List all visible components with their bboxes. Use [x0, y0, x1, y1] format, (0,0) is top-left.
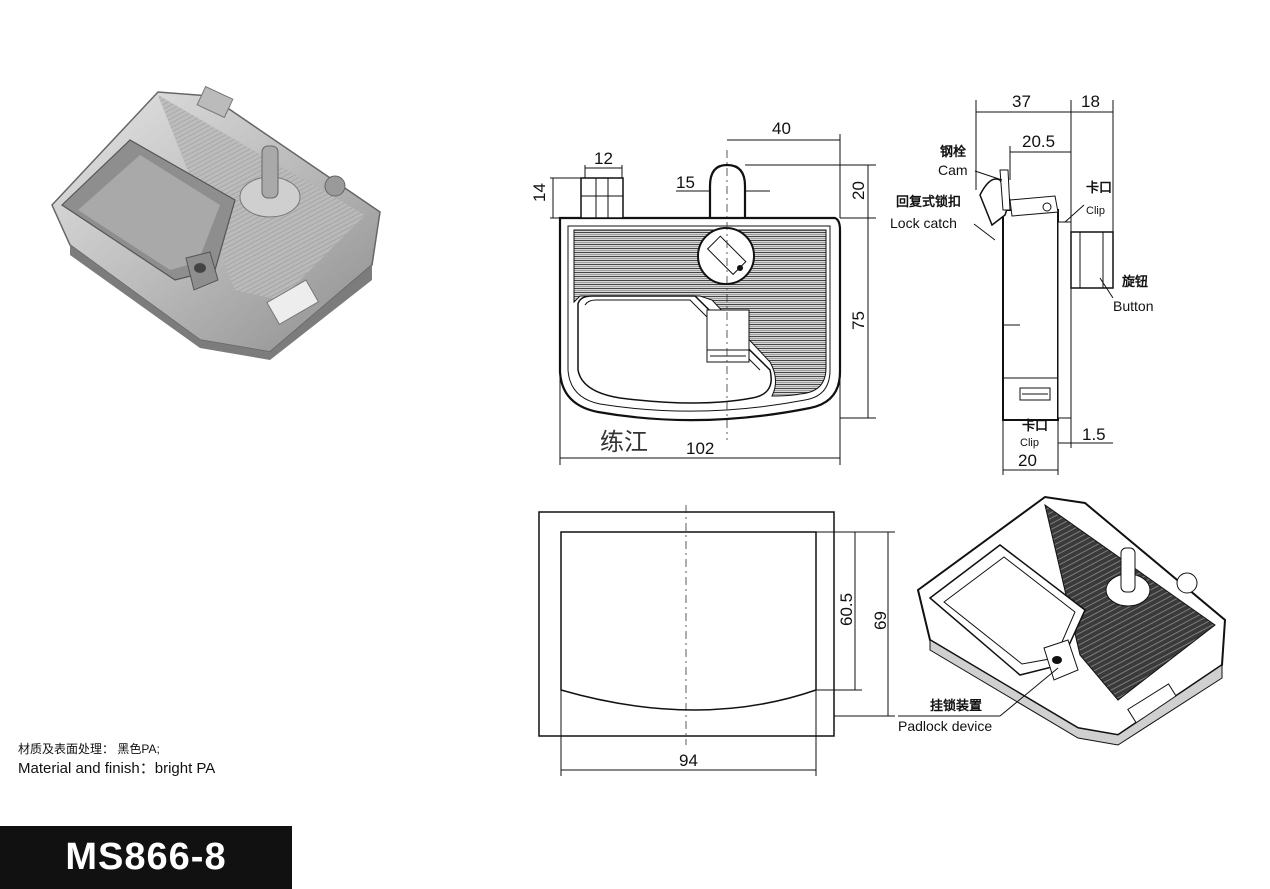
front-view: 12 14 15 40 20 75 102 练江 [530, 119, 876, 465]
dim-75: 75 [849, 311, 868, 330]
label-cam-en: Cam [938, 162, 968, 178]
dim-18: 18 [1081, 92, 1100, 111]
dim-60-5: 60.5 [837, 593, 856, 626]
side-view: 37 18 20.5 1.5 20 钢栓 Cam 回复式锁扣 Lock catc… [890, 92, 1153, 475]
iso-view: 挂锁装置 Padlock device [898, 495, 1227, 746]
label-clip-top-en: Clip [1086, 205, 1105, 217]
dim-102: 102 [686, 439, 714, 458]
dim-1-5: 1.5 [1082, 425, 1106, 444]
dim-20-side: 20 [1018, 451, 1037, 470]
watermark-text: 练江 [600, 428, 648, 456]
dim-69: 69 [871, 611, 890, 630]
material-zh: 材质及表面处理： 黑色PA; [18, 742, 160, 756]
label-button-zh: 旋钮 [1121, 274, 1148, 290]
dim-94: 94 [679, 751, 698, 770]
model-number-banner: MS866-8 [0, 826, 292, 889]
label-cam-zh: 钢栓 [940, 144, 966, 160]
label-clip-top-zh: 卡口 [1086, 180, 1112, 196]
cutout-view: 60.5 69 94 [538, 505, 895, 776]
label-catch-en: Lock catch [890, 215, 957, 231]
material-note: 材质及表面处理： 黑色PA; Material and finish：brigh… [18, 740, 215, 778]
material-en: Material and finish：bright PA [18, 760, 216, 777]
label-padlock-zh: 挂锁装置 [930, 698, 982, 714]
label-button-en: Button [1113, 298, 1153, 314]
label-padlock-en: Padlock device [898, 718, 992, 734]
dim-20-5: 20.5 [1022, 132, 1055, 151]
model-number: MS866-8 [65, 836, 227, 878]
dim-40: 40 [772, 119, 791, 138]
label-catch-zh: 回复式锁扣 [896, 194, 961, 210]
dim-14: 14 [530, 183, 549, 202]
dim-15: 15 [676, 173, 695, 192]
dim-37: 37 [1012, 92, 1031, 111]
product-photo-render [51, 85, 381, 360]
dim-12: 12 [594, 149, 613, 168]
label-clip-bottom-zh: 卡口 [1022, 418, 1048, 434]
label-clip-bottom-en: Clip [1020, 437, 1039, 449]
dim-20: 20 [849, 181, 868, 200]
